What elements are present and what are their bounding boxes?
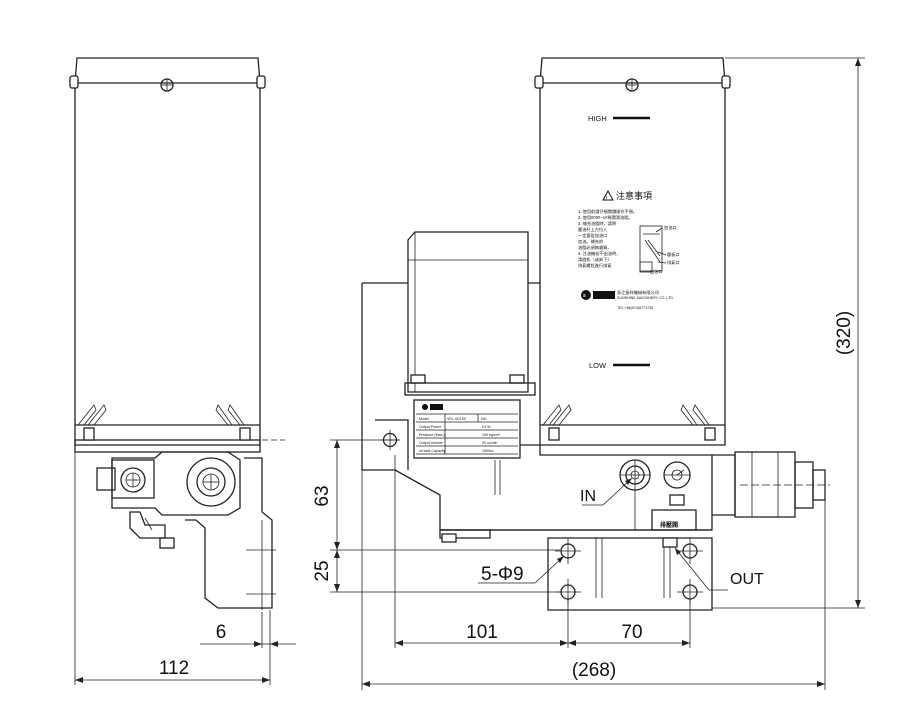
dim-268: (268)	[572, 660, 616, 681]
dim-112: 112	[159, 658, 189, 679]
left-mounting-bracket	[185, 457, 273, 609]
pressure-gauge	[663, 461, 691, 489]
right-dimensions: (320) 63 25 101 70 (268)	[312, 57, 865, 690]
svg-text:!: !	[606, 195, 607, 200]
dim-63: 63	[312, 485, 333, 506]
dim-6: 6	[216, 622, 227, 643]
warning-line-3: 3. 補充油脂時，請將	[578, 220, 616, 227]
outlet-fitting	[712, 451, 830, 518]
nameplate-value-4: 1500cc	[482, 449, 494, 453]
pump-body	[394, 455, 713, 531]
warning-line-5: 一定要從加油口	[578, 232, 607, 239]
warning-line-9: 請旋松（或卸下）	[578, 256, 612, 263]
dim-holes: 5-Φ9	[481, 564, 524, 585]
nameplate-label-2: Pressure (Max.)	[419, 433, 445, 437]
level-low-label: LOW	[589, 361, 607, 370]
callout-vent-port: 排氣口	[667, 259, 680, 266]
nameplate-label-3: Output Volume	[419, 441, 443, 445]
warning-line-1: 1. 使用前請仔細閱讀操作手冊。	[578, 208, 637, 215]
left-side-view	[69, 57, 285, 610]
level-high-label: HIGH	[588, 114, 607, 123]
warning-pump-sketch	[639, 225, 663, 273]
warning-line-4: 壓油杆上方拉入	[578, 226, 608, 233]
warning-line-6: 加油。補充的	[578, 238, 603, 245]
warning-line-8: 4. 注油機若不出油時，	[578, 250, 620, 257]
company-tel: TEL:+86(574)6771736	[617, 306, 653, 310]
nameplate-label-0: Model	[419, 417, 429, 421]
outlet-label: OUT	[730, 571, 764, 588]
company-logo: S	[581, 290, 615, 300]
right-reservoir-body	[539, 57, 726, 446]
warning-line-7: 油脂必須無雜質。	[578, 244, 612, 251]
dim-70: 70	[621, 622, 642, 643]
warning-line-10: 排氣螺栓進行排氣	[578, 262, 612, 269]
inlet-label: IN	[580, 488, 596, 505]
nameplate-label-4: oil tank Capacity	[419, 449, 446, 453]
svg-text:S: S	[583, 293, 586, 298]
company-name-en: SUNSHINE MACHINERY CO.,LTD	[617, 296, 673, 300]
callout-fill-port: 加油口	[664, 224, 677, 231]
dim-101: 101	[466, 622, 498, 643]
dim-25: 25	[312, 560, 333, 581]
left-pump-block	[111, 451, 241, 516]
callout-press-port: 壓板口	[667, 251, 680, 258]
nameplate-value-2: 100 kg/cm²	[482, 433, 501, 437]
lower-mount-plate	[547, 537, 713, 611]
nameplate-value-3: 20 cc/min	[482, 441, 497, 445]
company-name-cn: 浙江振祥機械有限公司	[617, 289, 659, 296]
warning-line-2: 2. 使用000#~1#稀潤滑油脂。	[578, 214, 633, 221]
callout-outlet-port: 出油口	[650, 268, 663, 275]
nameplate-label-1: Output Power	[419, 425, 442, 429]
left-reservoir-body	[74, 57, 261, 446]
pressure-valve-label: 排壓閥	[660, 521, 678, 529]
left-top-screw	[160, 78, 174, 92]
nameplate-value-0: VEL-0D1S0	[447, 417, 466, 421]
dim-320: (320)	[834, 311, 855, 355]
right-top-screw	[625, 78, 639, 92]
warning-title: 注意事項	[616, 190, 652, 201]
nameplate-extra-0: NO.	[481, 417, 487, 421]
warning-label: ! 注意事項 1. 使用前請仔細閱讀操作手冊。 2. 使用000#~1#稀潤滑油…	[578, 189, 680, 310]
left-dimensions: 112 6	[74, 452, 296, 685]
motor-housing	[404, 231, 536, 396]
nameplate-value-1: 24 W	[482, 425, 491, 429]
nameplate: Model VEL-0D1S0 NO. Output Power 24 W Pr…	[413, 399, 521, 459]
right-front-view: HIGH LOW ! 注意事項 1. 使用前請仔細閱讀操作手冊。 2. 使用00…	[361, 57, 830, 611]
